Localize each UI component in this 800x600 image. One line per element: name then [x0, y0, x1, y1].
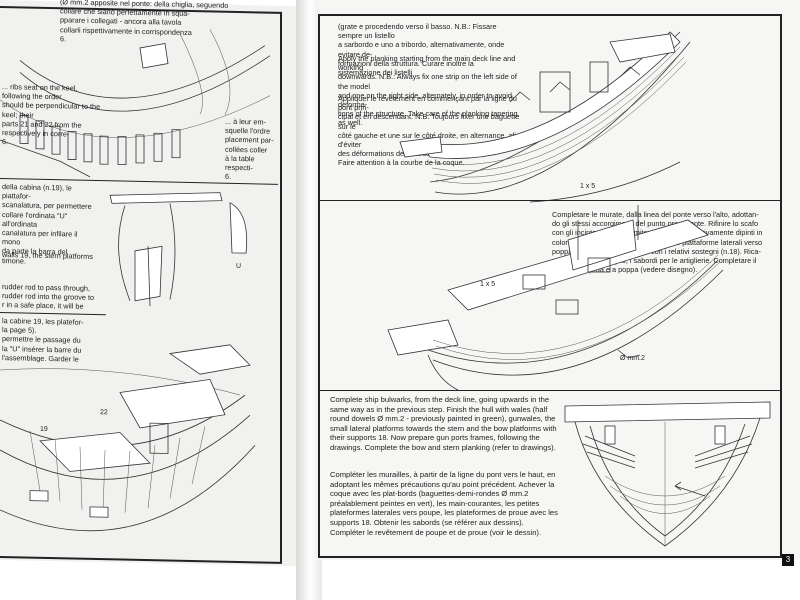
page-number: 3	[782, 554, 794, 566]
book-gutter	[296, 0, 322, 600]
left-text-rudder: rudder rod to pass through, rudder rod i…	[2, 282, 95, 312]
part-label-22: 22	[100, 409, 108, 416]
right-divider-1	[318, 200, 780, 201]
rudder-cabin-drawing: U	[109, 192, 248, 307]
left-page: (Ø mm.2 apposite nel ponte: della chigli…	[0, 0, 300, 567]
right-divider-2	[318, 390, 780, 391]
hull-planking-drawing: 1 x 5	[399, 31, 691, 203]
left-text-walls: walls 19, the stern platforms	[2, 250, 93, 261]
bow-section-drawing	[564, 401, 771, 547]
svg-text:U: U	[236, 263, 241, 270]
left-text-keel: ... ribs seat on the keel, following the…	[2, 82, 101, 147]
part-label-19: 19	[40, 426, 48, 433]
dim-label-1x5-top: 1 x 5	[580, 183, 595, 190]
left-text-fr: ... à leur em- squelle l'ordre placement…	[225, 116, 274, 182]
ribs-on-keel-drawing	[0, 29, 271, 178]
hull-deck-assembly-drawing: 22 19	[0, 344, 256, 532]
right-text-en-top: Apply the planking starting from the mai…	[338, 54, 520, 128]
dim-label-1x5-mid: 1 x 5	[480, 281, 495, 288]
dim-label-mm2: Ø mm.2	[620, 355, 645, 362]
right-text-en-bottom: Complete ship bulwarks, from the deck li…	[330, 395, 557, 452]
hull-bulwark-drawing: 1 x 5 Ø mm.2	[387, 205, 724, 391]
right-text-it-top: (grate e procedendo verso il basso. N.B.…	[338, 22, 505, 78]
right-text-fr-bottom: Compléter les murailles, à partir de la …	[330, 470, 558, 537]
right-page-frame	[318, 14, 782, 558]
